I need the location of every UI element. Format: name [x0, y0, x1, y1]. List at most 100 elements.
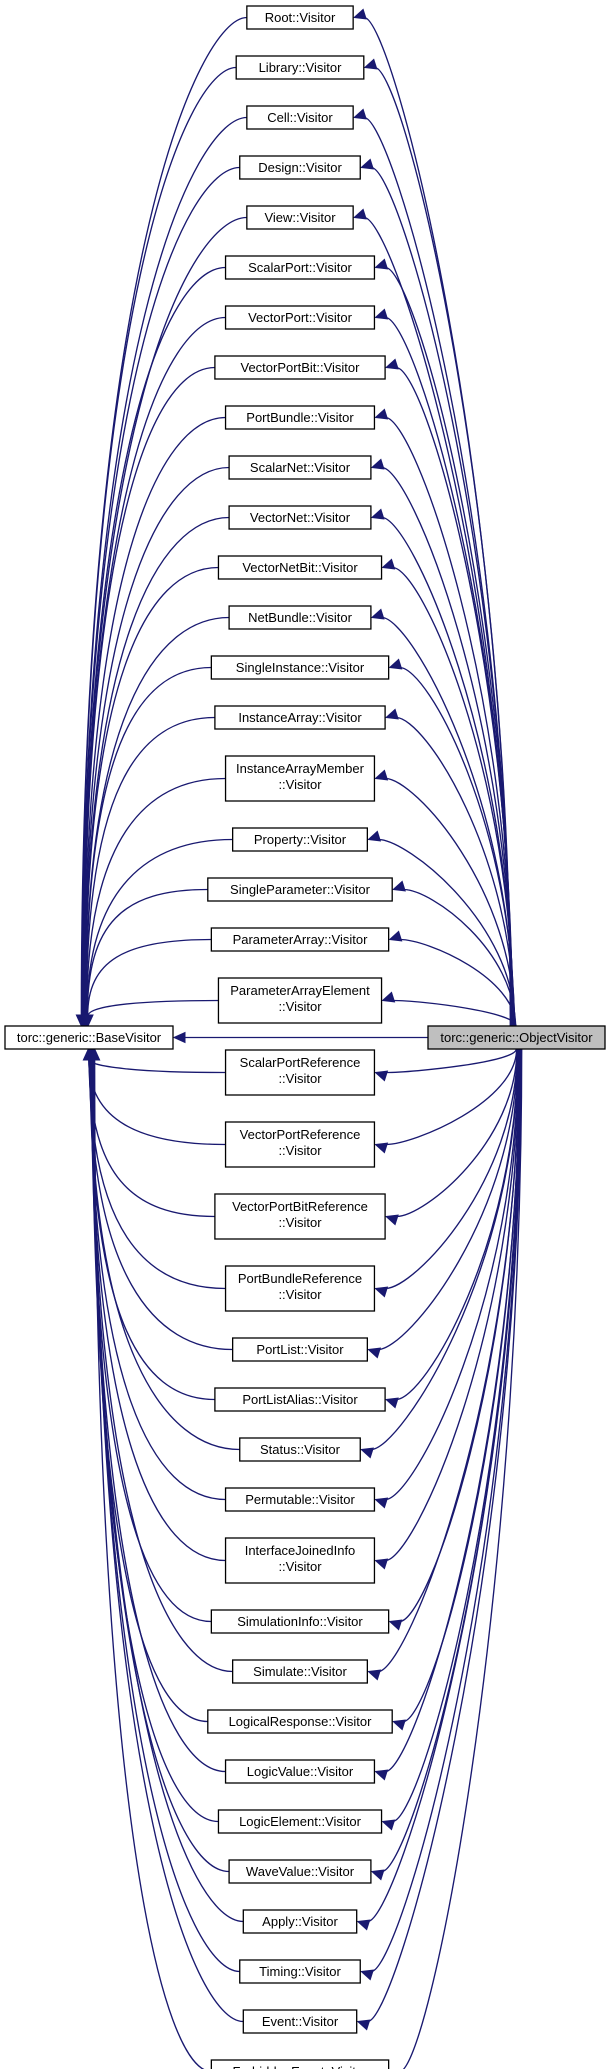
object-visitor-node[interactable]: torc::generic::ObjectVisitor [427, 1025, 606, 1050]
arrowhead-object-to-port-list-alias-visitor [384, 1397, 399, 1409]
node-label-single-instance-visitor: SingleInstance::Visitor [236, 660, 365, 675]
node-parameter-array-visitor[interactable]: ParameterArray::Visitor [210, 927, 390, 952]
node-box-library-visitor [235, 55, 365, 80]
node-cell-visitor[interactable]: Cell::Visitor [246, 105, 354, 130]
node-label-apply-visitor: Apply::Visitor [262, 1914, 338, 1929]
node-permutable-visitor[interactable]: Permutable::Visitor [224, 1487, 376, 1512]
arrowhead-object-to-logic-element-visitor [381, 1819, 396, 1831]
arrowhead-object-to-single-instance-visitor [388, 658, 403, 670]
edge-object-to-property-visitor [378, 838, 516, 1027]
node-single-instance-visitor[interactable]: SingleInstance::Visitor [210, 655, 390, 680]
arrowhead-forbidden-event-visitor-to-base [88, 1047, 101, 1061]
node-box-net-bundle-visitor [228, 605, 372, 630]
node-port-list-alias-visitor[interactable]: PortListAlias::Visitor [214, 1387, 386, 1412]
node-label-instance-array-member-visitor-line1: InstanceArrayMember [236, 761, 365, 776]
node-label-interface-joined-info-visitor-line1: InterfaceJoinedInfo [245, 1543, 356, 1558]
node-parameter-array-element-visitor[interactable]: ParameterArrayElement::Visitor [217, 977, 383, 1024]
edge-object-to-port-list-visitor [378, 1048, 519, 1351]
edge-event-visitor-to-base [93, 1058, 244, 2023]
node-label-status-visitor: Status::Visitor [260, 1442, 341, 1457]
node-apply-visitor[interactable]: Apply::Visitor [242, 1909, 358, 1934]
edge-port-bundle-visitor-to-base [83, 416, 226, 1017]
node-box-vector-net-visitor [228, 505, 372, 530]
edge-design-visitor-to-base [81, 166, 240, 1017]
node-box-vector-port-reference-visitor [224, 1121, 376, 1168]
node-property-visitor[interactable]: Property::Visitor [231, 827, 368, 852]
arrowhead-object-to-scalar-port-reference-visitor [374, 1070, 389, 1082]
node-vector-port-bit-visitor[interactable]: VectorPortBit::Visitor [214, 355, 386, 380]
node-vector-net-bit-visitor[interactable]: VectorNetBit::Visitor [217, 555, 383, 580]
edge-port-bundle-reference-visitor-to-base [88, 1058, 226, 1290]
arrowhead-object-to-net-bundle-visitor [370, 608, 385, 620]
node-interface-joined-info-visitor[interactable]: InterfaceJoinedInfo::Visitor [224, 1537, 376, 1584]
node-single-parameter-visitor[interactable]: SingleParameter::Visitor [207, 877, 393, 902]
node-box-single-parameter-visitor [207, 877, 393, 902]
node-vector-net-visitor[interactable]: VectorNet::Visitor [228, 505, 372, 530]
node-label-parameter-array-element-visitor-line2: ::Visitor [278, 999, 322, 1014]
edge-object-to-scalar-port-reference-visitor [385, 1048, 517, 1074]
edge-parameter-array-element-visitor-to-base [87, 999, 219, 1017]
node-vector-port-visitor[interactable]: VectorPort::Visitor [224, 305, 376, 330]
node-label-library-visitor: Library::Visitor [259, 60, 343, 75]
node-box-design-visitor [239, 155, 361, 180]
node-box-logic-element-visitor [217, 1809, 383, 1834]
node-scalar-port-reference-visitor[interactable]: ScalarPortReference::Visitor [224, 1049, 376, 1096]
node-label-port-bundle-reference-visitor-line1: PortBundleReference [238, 1271, 362, 1286]
node-instance-array-member-visitor[interactable]: InstanceArrayMember::Visitor [224, 755, 376, 802]
node-label-port-list-visitor: PortList::Visitor [256, 1342, 344, 1357]
node-box-simulation-info-visitor [210, 1609, 390, 1634]
node-label-permutable-visitor: Permutable::Visitor [245, 1492, 355, 1507]
node-net-bundle-visitor[interactable]: NetBundle::Visitor [228, 605, 372, 630]
arrowhead-object-to-port-bundle-reference-visitor [374, 1286, 389, 1298]
node-box-scalar-port-reference-visitor [224, 1049, 376, 1096]
edge-single-instance-visitor-to-base [85, 666, 212, 1017]
node-scalar-port-visitor[interactable]: ScalarPort::Visitor [224, 255, 376, 280]
node-port-bundle-visitor[interactable]: PortBundle::Visitor [224, 405, 376, 430]
node-status-visitor[interactable]: Status::Visitor [239, 1437, 361, 1462]
node-port-list-visitor[interactable]: PortList::Visitor [231, 1337, 368, 1362]
node-logic-value-visitor[interactable]: LogicValue::Visitor [224, 1759, 376, 1784]
node-timing-visitor[interactable]: Timing::Visitor [239, 1959, 361, 1984]
node-box-instance-array-member-visitor [224, 755, 376, 802]
node-label-logic-value-visitor: LogicValue::Visitor [247, 1764, 354, 1779]
node-label-single-parameter-visitor: SingleParameter::Visitor [230, 882, 371, 897]
edge-object-to-port-bundle-reference-visitor [385, 1048, 518, 1290]
arrowhead-object-to-parameter-array-visitor [388, 930, 403, 942]
node-wave-value-visitor[interactable]: WaveValue::Visitor [228, 1859, 372, 1884]
edge-permutable-visitor-to-base [90, 1058, 226, 1501]
edge-scalar-net-visitor-to-base [83, 466, 230, 1017]
node-instance-array-visitor[interactable]: InstanceArray::Visitor [214, 705, 386, 730]
edge-object-to-timing-visitor [371, 1048, 522, 1973]
node-vector-port-bit-reference-visitor[interactable]: VectorPortBitReference::Visitor [214, 1193, 386, 1240]
arrowhead-object-to-status-visitor [360, 1447, 374, 1459]
edge-object-to-simulate-visitor [378, 1048, 520, 1673]
edge-object-to-instance-array-member-visitor [385, 777, 516, 1027]
edge-vector-net-bit-visitor-to-base [84, 566, 219, 1017]
edge-vector-port-bit-visitor-to-base [83, 366, 215, 1017]
node-label-net-bundle-visitor: NetBundle::Visitor [248, 610, 352, 625]
node-forbidden-event-visitor[interactable]: ForbiddenEvent::Visitor [210, 2059, 390, 2069]
base-visitor-node[interactable]: torc::generic::BaseVisitor [4, 1025, 174, 1050]
node-box-forbidden-event-visitor [210, 2059, 390, 2069]
arrowhead-object-to-permutable-visitor [374, 1497, 389, 1509]
node-logic-element-visitor[interactable]: LogicElement::Visitor [217, 1809, 383, 1834]
node-vector-port-reference-visitor[interactable]: VectorPortReference::Visitor [224, 1121, 376, 1168]
node-box-port-list-alias-visitor [214, 1387, 386, 1412]
node-scalar-net-visitor[interactable]: ScalarNet::Visitor [228, 455, 372, 480]
node-event-visitor[interactable]: Event::Visitor [242, 2009, 358, 2034]
node-logical-response-visitor[interactable]: LogicalResponse::Visitor [207, 1709, 393, 1734]
node-root-visitor[interactable]: Root::Visitor [246, 5, 354, 30]
edge-object-to-interface-joined-info-visitor [385, 1048, 520, 1562]
node-simulate-visitor[interactable]: Simulate::Visitor [231, 1659, 368, 1684]
edges-layer [75, 8, 523, 2069]
node-label-logical-response-visitor: LogicalResponse::Visitor [229, 1714, 373, 1729]
node-library-visitor[interactable]: Library::Visitor [235, 55, 365, 80]
node-design-visitor[interactable]: Design::Visitor [239, 155, 361, 180]
node-label-scalar-port-reference-visitor-line1: ScalarPortReference [240, 1055, 361, 1070]
node-port-bundle-reference-visitor[interactable]: PortBundleReference::Visitor [224, 1265, 376, 1312]
node-simulation-info-visitor[interactable]: SimulationInfo::Visitor [210, 1609, 390, 1634]
arrowhead-object-to-port-bundle-visitor [374, 408, 389, 420]
node-box-event-visitor [242, 2009, 358, 2034]
node-view-visitor[interactable]: View::Visitor [246, 205, 354, 230]
